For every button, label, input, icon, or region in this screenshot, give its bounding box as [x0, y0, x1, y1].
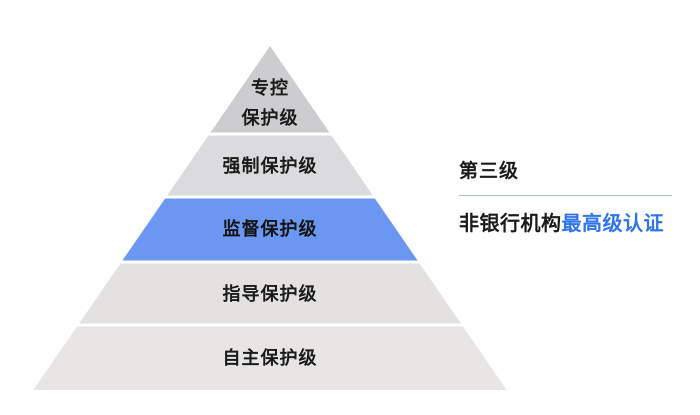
band-label-middle: 监督保护级	[223, 218, 318, 239]
pyramid-band-top	[210, 46, 330, 133]
band-label-bottom: 自主保护级	[223, 347, 318, 368]
annotation-description: 非银行机构最高级认证	[459, 207, 684, 236]
pyramid-band-fourth	[79, 263, 461, 324]
band-label-top-line2: 保护级	[241, 107, 299, 128]
band-label-fourth: 指导保护级	[223, 283, 318, 304]
band-label-top-line1: 专控	[251, 77, 289, 98]
annotation-level-label: 第三级	[459, 161, 520, 182]
pyramid-band-bottom	[33, 326, 507, 390]
annotation-description-prefix: 非银行机构	[459, 213, 562, 235]
annotation-divider	[459, 195, 672, 196]
pyramid-band-middle-highlighted	[122, 198, 418, 261]
level-annotation: 第三级 非银行机构最高级认证	[459, 160, 684, 236]
pyramid-band-second	[167, 135, 373, 196]
annotation-description-highlight: 最高级认证	[561, 213, 664, 235]
band-label-second: 强制保护级	[223, 155, 318, 176]
